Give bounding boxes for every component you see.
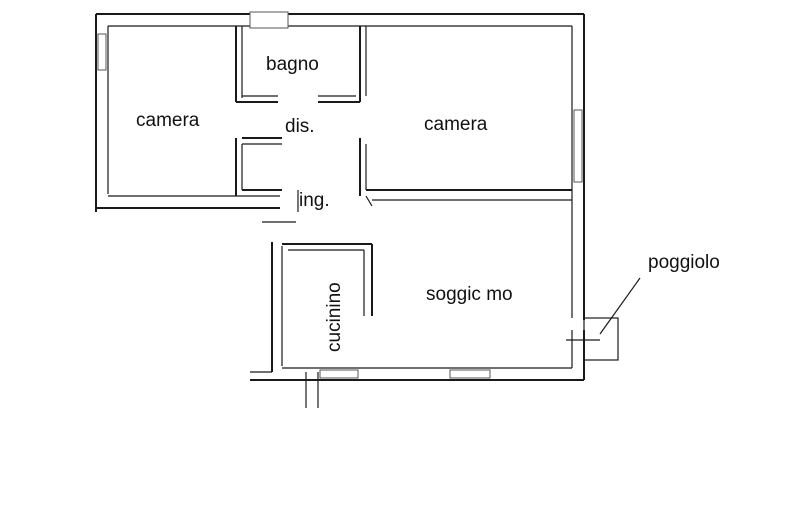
label-poggiolo: poggiolo xyxy=(648,252,720,273)
balcony xyxy=(566,277,641,361)
windows xyxy=(97,11,583,379)
interior-walls xyxy=(235,26,572,408)
label-soggiorno: soggic mo xyxy=(426,284,513,305)
label-dis: dis. xyxy=(285,116,315,137)
label-camera-right: camera xyxy=(424,114,488,135)
label-cucinino: cucinino xyxy=(324,282,345,352)
label-bagno: bagno xyxy=(266,54,319,75)
label-ing: ing. xyxy=(299,190,330,211)
label-camera-left: camera xyxy=(136,110,200,131)
